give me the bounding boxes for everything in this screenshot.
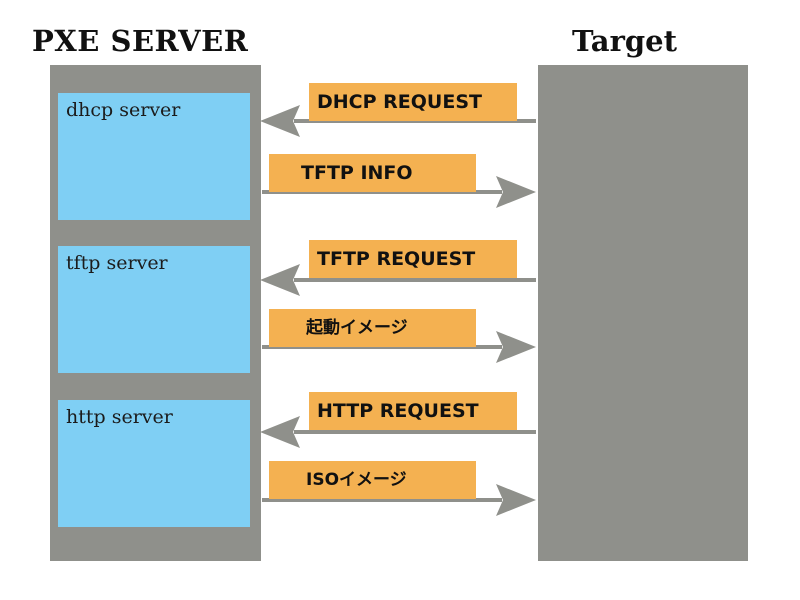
iso-image-arrow [262, 484, 536, 516]
tftp-request-label: TFTP REQUEST [309, 240, 517, 278]
boot-image-label: 起動イメージ [269, 309, 476, 347]
iso-image-label: ISOイメージ [269, 461, 476, 499]
target-title: Target [572, 24, 677, 58]
http-request-label: HTTP REQUEST [309, 392, 517, 430]
dhcp-server-label: dhcp server [66, 99, 181, 121]
dhcp-request-arrow [260, 105, 536, 137]
pxe-server-title: PXE SERVER [32, 24, 249, 58]
tftp-info-label: TFTP INFO [269, 154, 476, 192]
tftp-request-arrow [260, 264, 536, 296]
dhcp-server-box: dhcp server [58, 93, 250, 220]
http-request-arrow [260, 416, 536, 448]
http-server-box: http server [58, 400, 250, 527]
tftp-server-box: tftp server [58, 246, 250, 373]
boot-image-arrow [262, 331, 536, 363]
tftp-info-arrow [262, 176, 536, 208]
dhcp-request-label: DHCP REQUEST [309, 83, 517, 121]
target-column [538, 65, 748, 561]
tftp-server-label: tftp server [66, 252, 168, 274]
http-server-label: http server [66, 406, 173, 428]
